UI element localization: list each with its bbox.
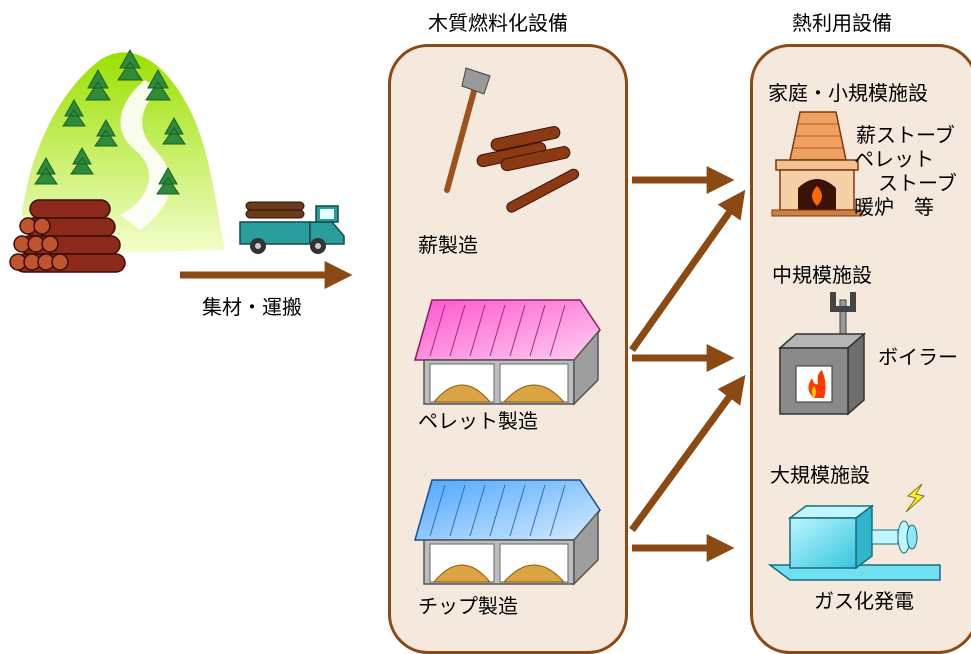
pellet-label: ペレット製造: [418, 409, 538, 433]
large-facility-title: 大規模施設: [770, 463, 870, 487]
pellet-building-illustration: [414, 299, 601, 406]
boiler-label: ボイラー: [878, 345, 958, 369]
medium-facility-title: 中規模施設: [772, 263, 872, 287]
gas-generator-illustration: [767, 483, 941, 581]
small-device-line2: ペレット: [854, 147, 934, 171]
small-device-line3: ストーブ: [878, 171, 957, 195]
truck-illustration: [239, 201, 345, 254]
heat-facilities-title: 熱利用設備: [792, 11, 892, 35]
chip-label: チップ製造: [418, 594, 518, 618]
gas-generation-label: ガス化発電: [814, 589, 914, 613]
fuel-facilities-title: 木質燃料化設備: [428, 11, 568, 35]
fireplace-illustration: [771, 111, 863, 217]
log-pile-illustration: [9, 199, 126, 273]
small-device-line1: 薪ストーブ: [856, 123, 955, 147]
small-device-line4: 暖炉 等: [854, 195, 934, 219]
small-facility-title: 家庭・小規模施設: [768, 81, 928, 105]
boiler-illustration: [778, 292, 866, 416]
firewood-label: 薪製造: [418, 233, 478, 257]
axe-firewood-illustration: [444, 67, 580, 213]
chip-building-illustration: [414, 479, 601, 586]
flow-arrows: [629, 166, 746, 562]
transport-label: 集材・運搬: [202, 295, 302, 319]
